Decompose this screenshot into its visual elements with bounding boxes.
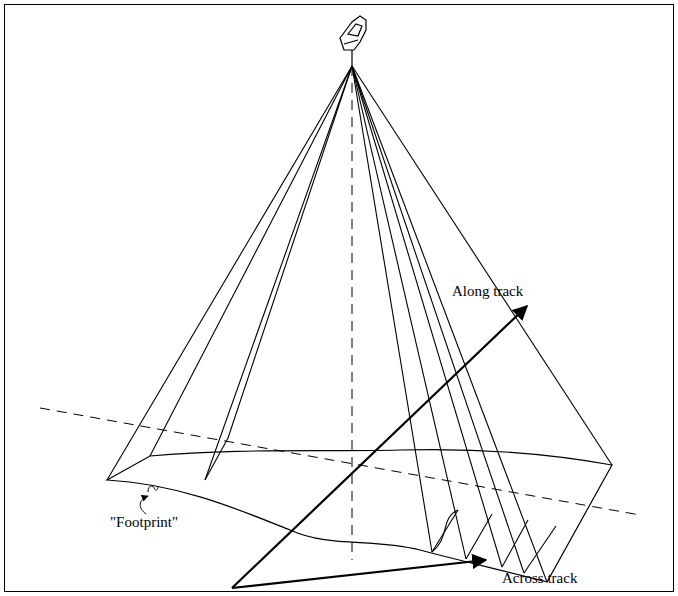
nadir-line — [352, 66, 353, 560]
axis-label: Along track — [452, 283, 523, 300]
beam-lines — [107, 66, 612, 582]
across-track-arrow — [232, 560, 486, 588]
leader-line — [140, 496, 148, 514]
footprint-label: "Footprint" — [110, 514, 178, 531]
axis-label: Across track — [502, 570, 577, 587]
ship-symbol — [340, 16, 366, 66]
track-line — [40, 408, 640, 515]
footprint-mark — [148, 486, 158, 492]
along-track-arrow — [232, 306, 527, 588]
swath-footprint — [107, 450, 612, 582]
frame — [5, 5, 674, 592]
